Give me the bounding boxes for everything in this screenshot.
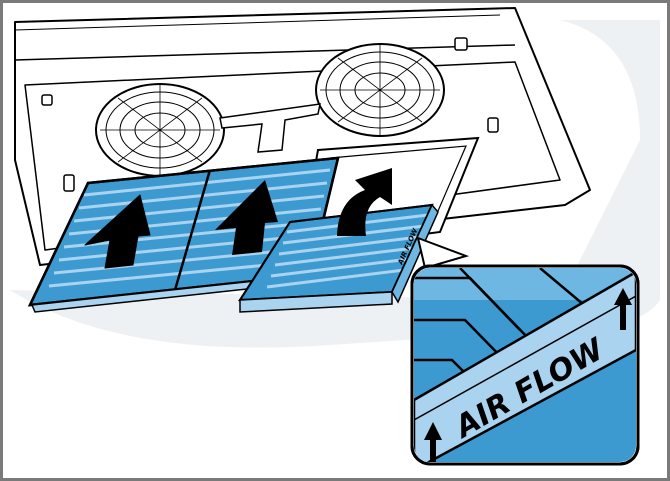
detail-callout: AIR FLOW bbox=[410, 264, 640, 466]
arrow-up-icon bbox=[84, 194, 151, 269]
fan-grille-icon bbox=[95, 83, 225, 177]
arrow-up-icon bbox=[614, 288, 632, 330]
arrow-up-icon bbox=[424, 422, 442, 462]
arrow-curve-up-icon bbox=[337, 168, 392, 236]
filter-inserting-right: AIR FLOW bbox=[238, 203, 439, 313]
callout-pointer bbox=[416, 236, 470, 270]
fan-grille-icon bbox=[315, 43, 445, 137]
arrow-up-icon bbox=[215, 180, 278, 255]
duct-plate bbox=[219, 103, 321, 153]
